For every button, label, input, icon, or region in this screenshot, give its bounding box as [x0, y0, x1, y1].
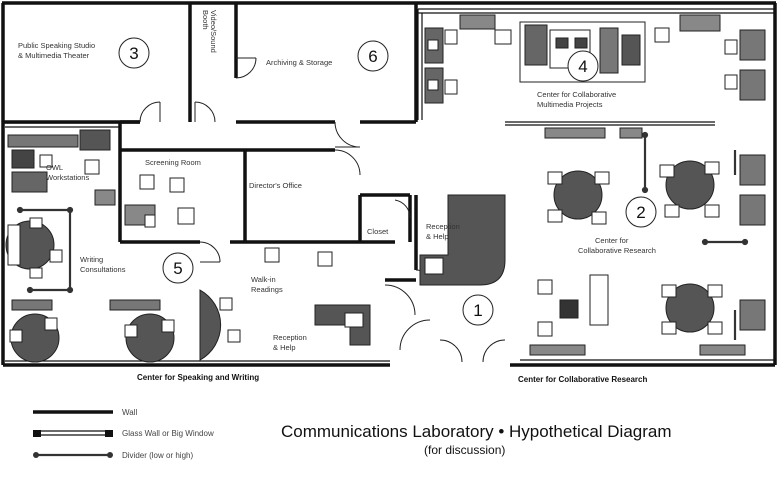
- label-closet: Closet: [367, 227, 389, 236]
- svg-text:4: 4: [578, 57, 587, 76]
- room-number-4: 4: [567, 50, 599, 82]
- room-numbers: 3 6 4 2 5 1: [118, 37, 657, 326]
- legend-divider: Divider (low or high): [33, 451, 193, 460]
- label-collab-multimedia-2: Multimedia Projects: [537, 100, 603, 109]
- furniture: [5, 14, 766, 363]
- label-video-sound-2: Booth: [201, 10, 210, 30]
- glass-walls: [5, 8, 775, 362]
- label-walk-in-2: Readings: [251, 285, 283, 294]
- label-reception-left-2: & Help: [273, 343, 296, 352]
- label-writing-2: Consultations: [80, 265, 126, 274]
- label-walk-in-1: Walk-in: [251, 275, 276, 284]
- svg-text:1: 1: [473, 301, 482, 320]
- svg-text:Divider (low or high): Divider (low or high): [122, 451, 193, 460]
- svg-text:2: 2: [636, 203, 645, 222]
- caption-collab-research: Center for Collaborative Research: [518, 375, 647, 384]
- room-labels: Public Speaking Studio & Multimedia Thea…: [18, 10, 656, 352]
- label-reception-right-2: & Help: [426, 232, 449, 241]
- svg-text:5: 5: [173, 259, 182, 278]
- label-screening: Screening Room: [145, 158, 201, 167]
- diagram-title: Communications Laboratory • Hypothetical…: [281, 422, 672, 441]
- room-number-5: 5: [162, 252, 194, 284]
- label-public-speaking-1: Public Speaking Studio: [18, 41, 95, 50]
- label-collab-research-2: Collaborative Research: [578, 246, 656, 255]
- walls: [1, 1, 777, 367]
- svg-text:Glass Wall or Big Window: Glass Wall or Big Window: [122, 429, 214, 438]
- legend: Wall Glass Wall or Big Window Divider (l…: [33, 408, 214, 460]
- svg-text:Wall: Wall: [122, 408, 137, 417]
- label-collab-multimedia-1: Center for Collaborative: [537, 90, 616, 99]
- doors: [139, 57, 506, 363]
- diagram-subtitle: (for discussion): [424, 443, 505, 457]
- label-owl-1: OWL: [46, 163, 63, 172]
- label-collab-research-1: Center for: [595, 236, 629, 245]
- label-writing-1: Writing: [80, 255, 103, 264]
- label-owl-2: Workstations: [46, 173, 89, 182]
- label-reception-left-1: Reception: [273, 333, 307, 342]
- svg-text:3: 3: [129, 44, 138, 63]
- label-directors-office: Director's Office: [249, 181, 302, 190]
- room-number-1: 1: [462, 294, 494, 326]
- caption-speaking-writing: Center for Speaking and Writing: [137, 373, 259, 382]
- legend-wall: Wall: [33, 408, 137, 417]
- svg-text:6: 6: [368, 47, 377, 66]
- room-number-6: 6: [357, 40, 389, 72]
- room-number-2: 2: [625, 196, 657, 228]
- room-number-3: 3: [118, 37, 150, 69]
- label-video-sound-1: Video/Sound: [209, 10, 218, 53]
- label-public-speaking-2: & Multimedia Theater: [18, 51, 90, 60]
- legend-glass: Glass Wall or Big Window: [33, 429, 214, 438]
- label-archiving: Archiving & Storage: [266, 58, 332, 67]
- label-reception-right-1: Reception: [426, 222, 460, 231]
- dividers: [16, 131, 749, 340]
